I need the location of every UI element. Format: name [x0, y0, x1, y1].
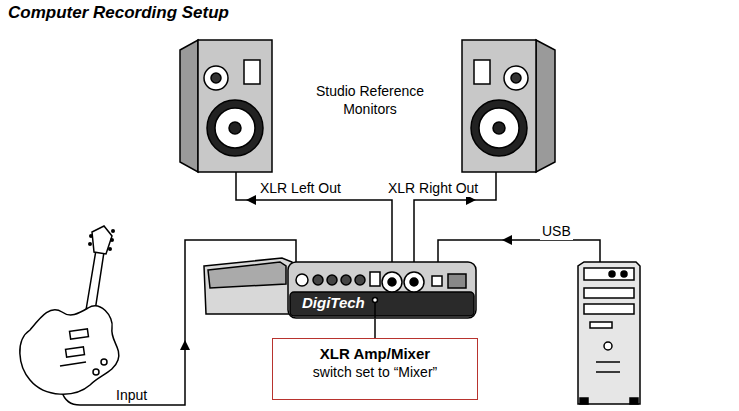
computer-tower — [578, 262, 640, 404]
signal-label: Input — [114, 386, 149, 404]
callout-heading: XLR Amp/Mixer — [285, 345, 465, 364]
arrowheads — [180, 195, 512, 350]
callout-note: switch set to “Mixer” — [285, 364, 465, 382]
diagram-title: Computer Recording Setup — [8, 3, 229, 23]
monitor-label: Studio Reference Monitors — [293, 82, 447, 118]
processor-unit — [204, 258, 476, 318]
signal-label: USB — [540, 222, 573, 240]
signal-label: XLR Left Out — [258, 179, 343, 197]
signal-label: XLR Right Out — [386, 179, 480, 197]
left-monitor — [180, 40, 272, 172]
guitar — [20, 226, 119, 394]
device-panel: DigiTech — [288, 262, 476, 319]
right-monitor — [462, 40, 555, 172]
brand-logo: DigiTech — [302, 294, 468, 313]
leader-line — [374, 319, 376, 339]
callout-box: XLR Amp/Mixerswitch set to “Mixer” — [272, 338, 478, 400]
wires — [62, 172, 600, 405]
